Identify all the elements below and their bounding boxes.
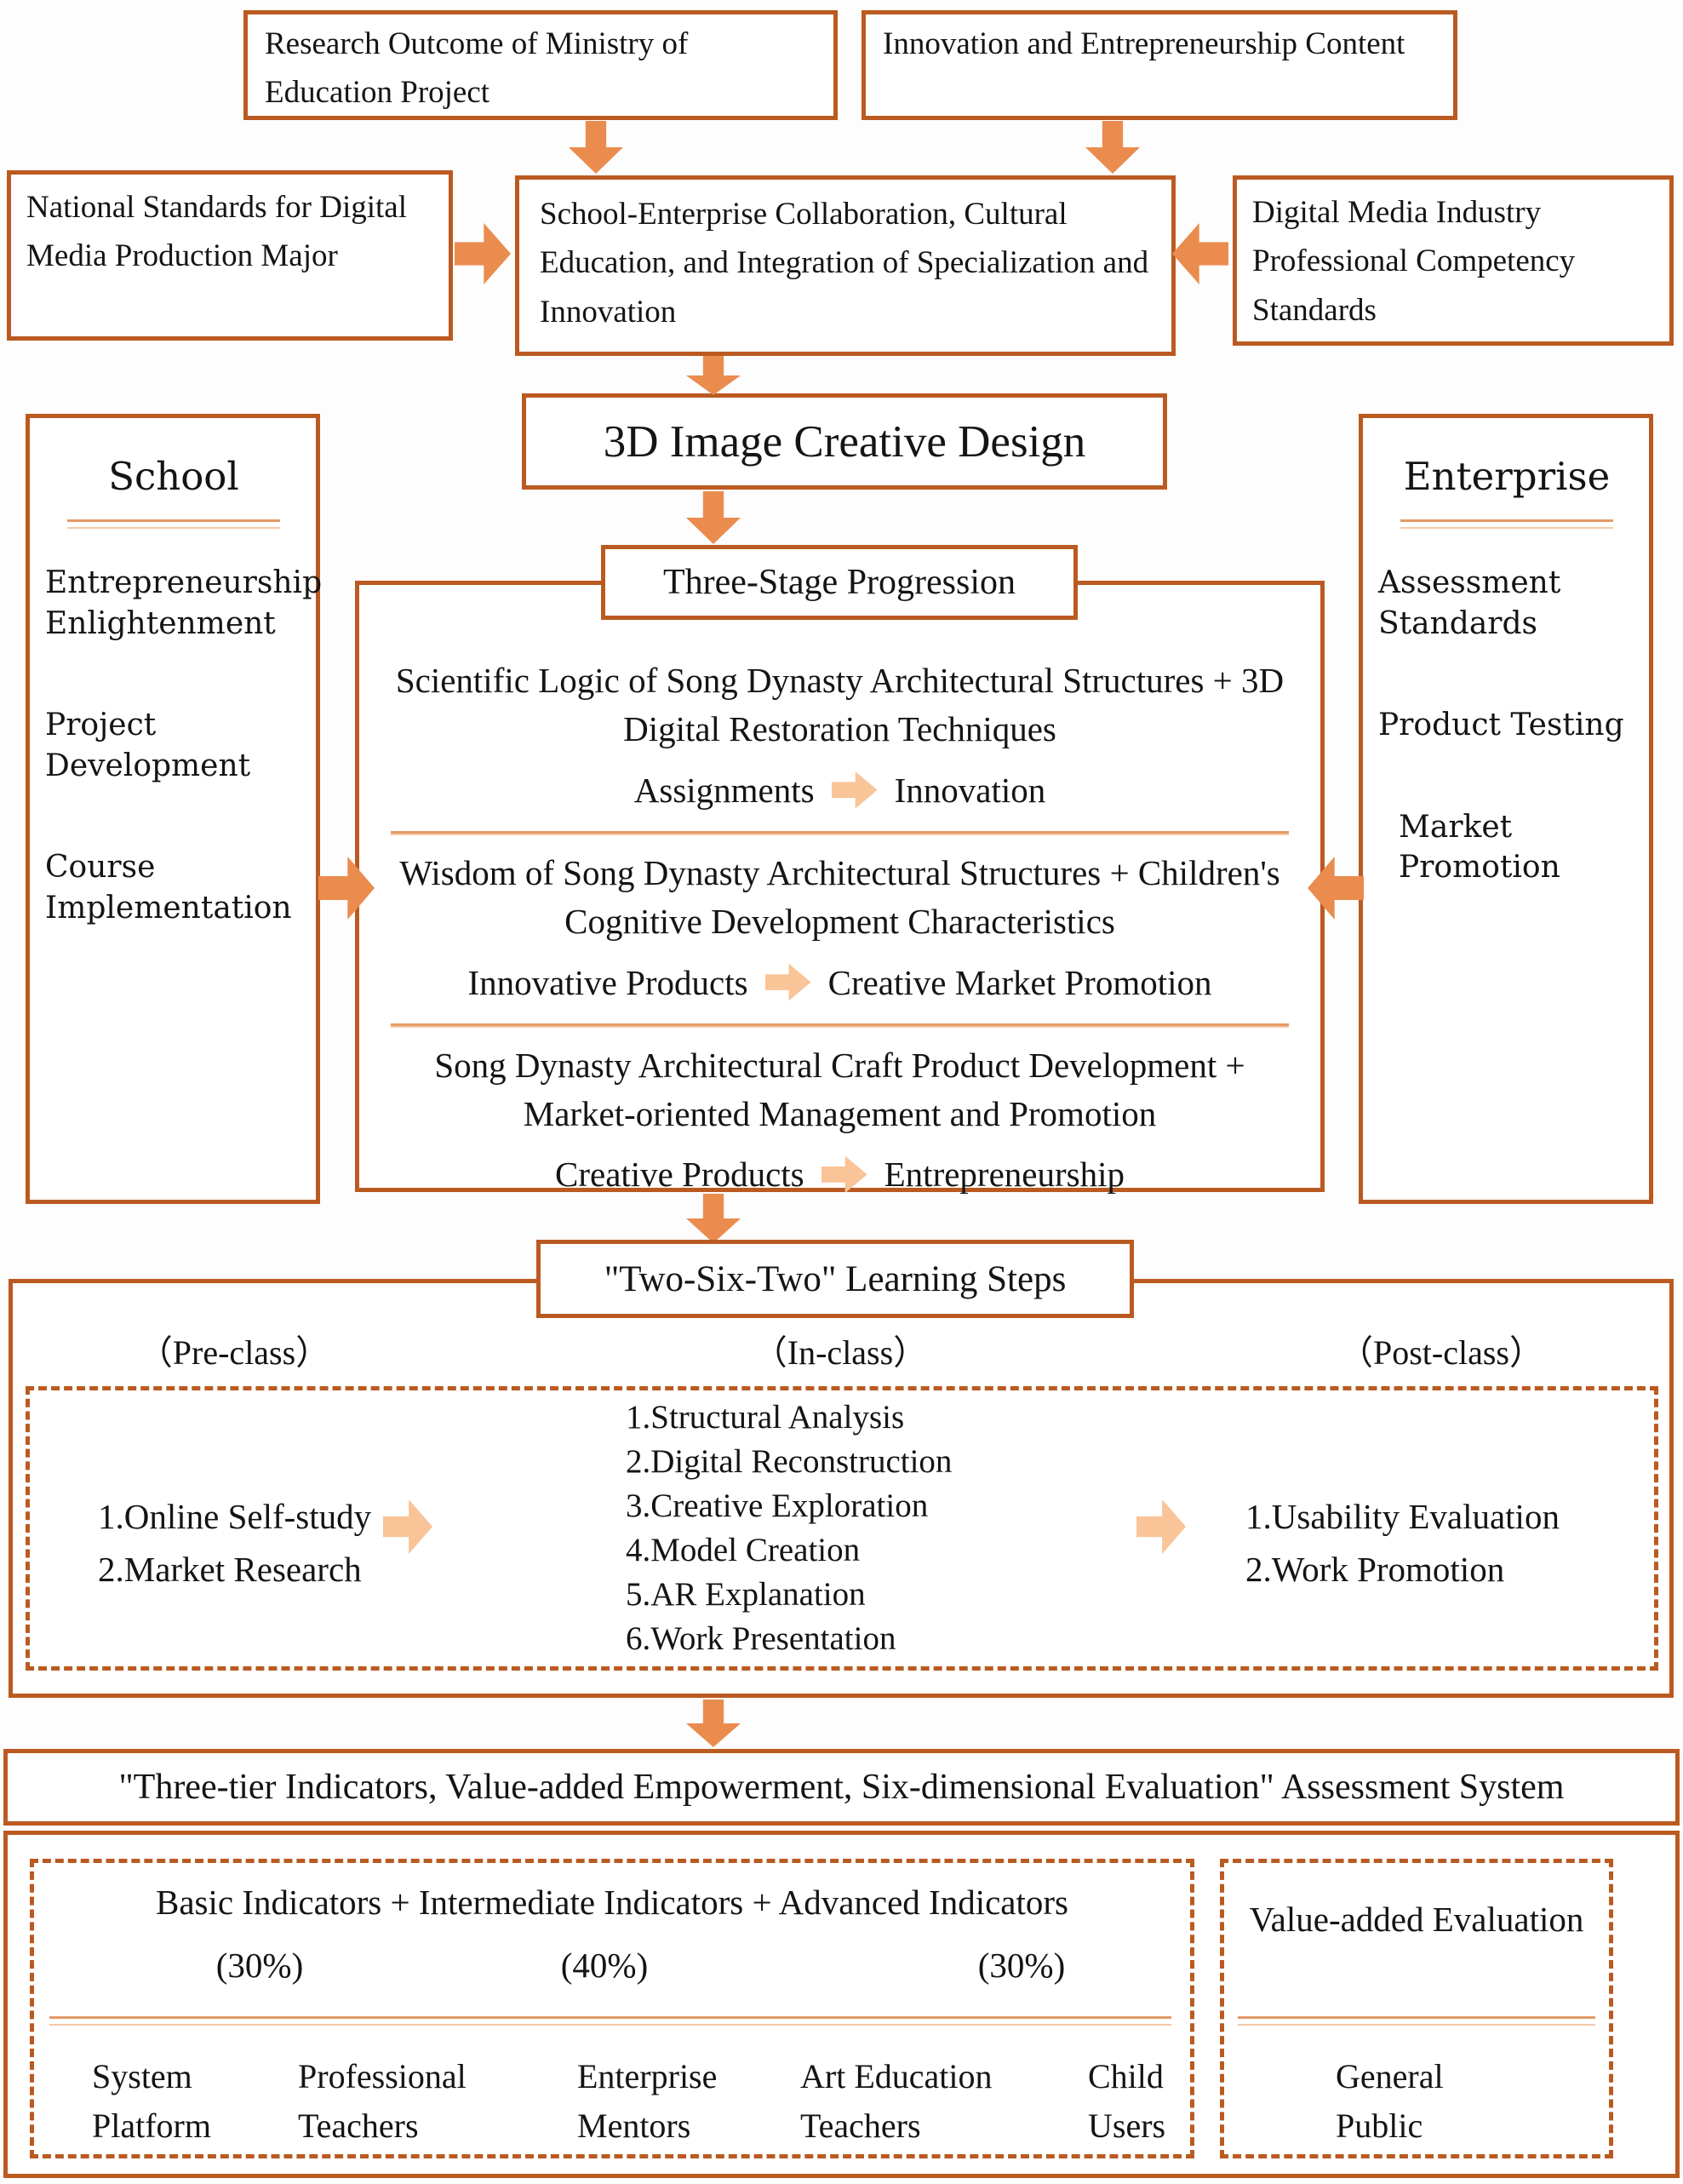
stage-3-from: Creative Products xyxy=(555,1155,804,1195)
mini-right-arrow-icon xyxy=(764,963,811,1001)
value-added-role: General Public xyxy=(1336,2057,1444,2145)
divider xyxy=(390,1023,1290,1028)
collaboration-box: School-Enterprise Collaboration, Cultura… xyxy=(515,175,1176,356)
in-class-item: 5.AR Explanation xyxy=(626,1576,866,1613)
enterprise-sidebar: Enterprise Assessment Standards Product … xyxy=(1359,414,1653,1204)
divider xyxy=(49,2016,1171,2026)
indicators-line: Basic Indicators + Intermediate Indicato… xyxy=(155,1883,1068,1922)
stage-3-flow: Creative Products Entrepreneurship xyxy=(555,1152,1125,1196)
mini-right-arrow-icon xyxy=(831,771,878,809)
divider xyxy=(66,519,281,529)
divider xyxy=(390,830,1290,835)
learning-steps-header-box: "Two-Six-Two" Learning Steps xyxy=(536,1240,1134,1318)
learning-steps-dashed-box: 1.Online Self-study 2.Market Research 1.… xyxy=(26,1386,1658,1671)
course-title-box: 3D Image Creative Design xyxy=(522,393,1167,490)
stage-3-text: Song Dynasty Architectural Craft Product… xyxy=(434,1045,1245,1133)
post-class-label: （Post-class） xyxy=(1339,1333,1543,1372)
assessment-title-box: "Three-tier Indicators, Value-added Empo… xyxy=(3,1749,1680,1826)
in-class-items: 1.Structural Analysis 2.Digital Reconstr… xyxy=(626,1396,952,1661)
stage-3-to: Entrepreneurship xyxy=(884,1155,1125,1195)
school-item: Entrepreneurship Enlightenment xyxy=(45,565,323,641)
enterprise-title: Enterprise xyxy=(1403,454,1611,499)
three-stage-header-box: Three-Stage Progression xyxy=(601,545,1078,620)
value-added-title: Value-added Evaluation xyxy=(1249,1900,1584,1939)
collaboration-text: School-Enterprise Collaboration, Cultura… xyxy=(540,197,1149,330)
evaluator-role: System Platform xyxy=(92,2057,211,2145)
innovation-content-box: Innovation and Entrepreneurship Content xyxy=(862,10,1457,120)
enterprise-item: Market Promotion xyxy=(1399,809,1560,886)
down-arrow-icon xyxy=(1085,121,1140,174)
advanced-percentage: (30%) xyxy=(977,1946,1066,1985)
school-sidebar: School Entrepreneurship Enlightenment Pr… xyxy=(26,414,323,1204)
value-added-dashed-box: Value-added Evaluation General Public xyxy=(1220,1859,1613,2158)
stage-2-from: Innovative Products xyxy=(467,962,748,1002)
stage-1-flow: Assignments Innovation xyxy=(634,768,1046,812)
evaluator-role: Enterprise Mentors xyxy=(577,2057,718,2145)
indicators-dashed-box: Basic Indicators + Intermediate Indicato… xyxy=(30,1859,1194,2158)
pre-class-items: 1.Online Self-study 2.Market Research xyxy=(98,1491,371,1596)
left-arrow-icon xyxy=(1172,223,1228,284)
stage-2-to: Creative Market Promotion xyxy=(827,962,1212,1002)
pre-class-item: 2.Market Research xyxy=(98,1549,362,1589)
stage-1-to: Innovation xyxy=(894,770,1046,810)
research-outcome-box: Research Outcome of Ministry of Educatio… xyxy=(243,10,838,120)
pre-class-label: （Pre-class） xyxy=(138,1333,330,1372)
three-stage-header-text: Three-Stage Progression xyxy=(662,563,1016,602)
in-class-item: 2.Digital Reconstruction xyxy=(626,1443,953,1480)
post-class-item: 2.Work Promotion xyxy=(1245,1549,1505,1589)
assessment-body-box: Basic Indicators + Intermediate Indicato… xyxy=(3,1831,1680,2178)
in-class-label: （In-class） xyxy=(753,1333,928,1372)
mini-right-arrow-icon xyxy=(821,1155,867,1194)
down-arrow-icon xyxy=(686,491,741,544)
evaluator-role: Art Education Teachers xyxy=(800,2057,993,2145)
innovation-content-text: Innovation and Entrepreneurship Content xyxy=(883,26,1405,61)
industry-standards-text: Digital Media Industry Professional Comp… xyxy=(1252,195,1576,328)
stage-2-flow: Innovative Products Creative Market Prom… xyxy=(468,960,1212,1005)
down-arrow-icon xyxy=(569,121,623,174)
post-class-items: 1.Usability Evaluation 2.Work Promotion xyxy=(1245,1491,1560,1596)
enterprise-item: Product Testing xyxy=(1378,708,1624,743)
stage-1-text: Scientific Logic of Song Dynasty Archite… xyxy=(395,661,1285,749)
down-arrow-icon xyxy=(686,1700,741,1747)
learning-steps-header-text: "Two-Six-Two" Learning Steps xyxy=(604,1258,1067,1299)
light-right-arrow-icon xyxy=(383,1499,432,1554)
stage-1-from: Assignments xyxy=(633,770,815,810)
divider xyxy=(1400,519,1614,529)
school-title: School xyxy=(108,454,239,499)
in-class-item: 1.Structural Analysis xyxy=(626,1399,905,1436)
course-title-text: 3D Image Creative Design xyxy=(603,416,1086,467)
intermediate-percentage: (40%) xyxy=(560,1946,649,1985)
in-class-item: 4.Model Creation xyxy=(626,1532,861,1568)
evaluator-role: Child Users xyxy=(1088,2057,1166,2145)
down-arrow-icon xyxy=(686,1194,741,1243)
in-class-item: 6.Work Presentation xyxy=(626,1620,896,1657)
down-arrow-icon xyxy=(686,356,741,395)
right-arrow-icon xyxy=(455,223,511,284)
national-standards-text: National Standards for Digital Media Pro… xyxy=(26,190,407,274)
evaluator-role: Professional Teachers xyxy=(298,2057,467,2145)
stage-2-text: Wisdom of Song Dynasty Architectural Str… xyxy=(399,852,1280,942)
school-item: Project Development xyxy=(45,708,251,783)
learning-steps-outer-box xyxy=(9,1279,1674,1698)
post-class-item: 1.Usability Evaluation xyxy=(1245,1497,1560,1536)
assessment-title-text: "Three-tier Indicators, Value-added Empo… xyxy=(118,1768,1565,1807)
school-item: Course Implementation xyxy=(45,850,292,926)
industry-standards-box: Digital Media Industry Professional Comp… xyxy=(1233,175,1674,346)
national-standards-box: National Standards for Digital Media Pro… xyxy=(7,170,453,341)
light-right-arrow-icon xyxy=(1136,1499,1186,1554)
basic-percentage: (30%) xyxy=(215,1946,304,1985)
pre-class-item: 1.Online Self-study xyxy=(98,1497,372,1536)
divider xyxy=(1238,2016,1595,2026)
three-stage-body-box: Scientific Logic of Song Dynasty Archite… xyxy=(355,581,1325,1194)
research-outcome-text: Research Outcome of Ministry of Educatio… xyxy=(265,26,689,111)
in-class-item: 3.Creative Exploration xyxy=(626,1488,929,1524)
enterprise-item: Assessment Standards xyxy=(1378,565,1561,641)
